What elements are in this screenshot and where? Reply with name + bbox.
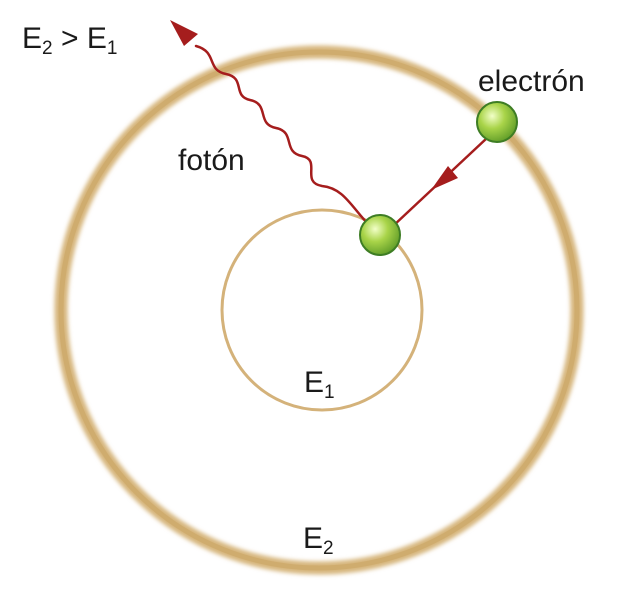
electron-inner <box>359 214 401 256</box>
electron-label: electrón <box>478 65 585 98</box>
energy-inequality-label: E2 > E1 <box>22 22 118 59</box>
transition-arrowhead <box>431 166 458 190</box>
inner-level-label: E1 <box>304 366 335 403</box>
photon-arrowhead <box>170 20 198 46</box>
electron-outer <box>476 101 518 143</box>
outer-orbit-core <box>58 49 580 571</box>
photon-wave <box>194 44 372 228</box>
outer-level-label: E2 <box>303 522 334 559</box>
photon-label: fotón <box>178 144 245 177</box>
inner-orbit <box>220 208 424 412</box>
